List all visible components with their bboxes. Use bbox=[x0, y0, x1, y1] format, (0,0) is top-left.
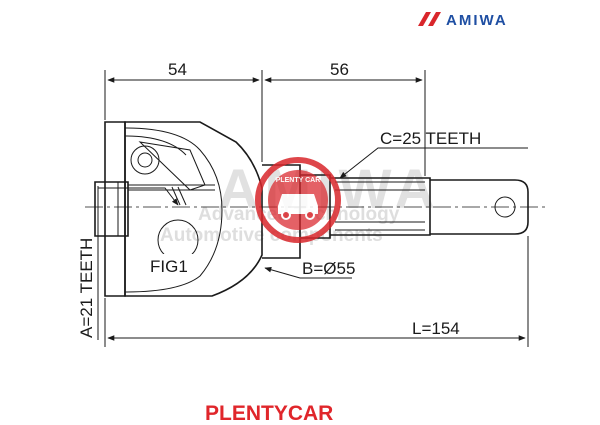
brand-name: AMIWA bbox=[446, 12, 508, 29]
spline-hatch bbox=[335, 181, 425, 231]
dimension-lines bbox=[97, 70, 529, 347]
figure-label: FIG1 bbox=[150, 257, 188, 276]
badge-text: PLENTY CAR bbox=[276, 177, 321, 184]
dim-spline-outer: C=25 TEETH bbox=[380, 129, 481, 148]
dim-top-left: 54 bbox=[168, 60, 187, 79]
watermark-badge: PLENTY CAR bbox=[255, 157, 341, 243]
dim-diameter: B=Ø55 bbox=[302, 259, 355, 278]
brand-logo: AMIWA bbox=[418, 12, 508, 29]
cv-joint-body: FIG1 bbox=[85, 121, 545, 297]
dim-top-right: 56 bbox=[330, 60, 349, 79]
dim-spline-inner: A=21 TEETH bbox=[77, 238, 96, 338]
car-icon bbox=[278, 194, 318, 214]
dim-total-length: L=154 bbox=[412, 319, 460, 338]
brand-slash-icon bbox=[428, 12, 441, 26]
brand-slash-icon bbox=[418, 12, 431, 26]
footer-label: PLENTYCAR bbox=[205, 402, 333, 425]
